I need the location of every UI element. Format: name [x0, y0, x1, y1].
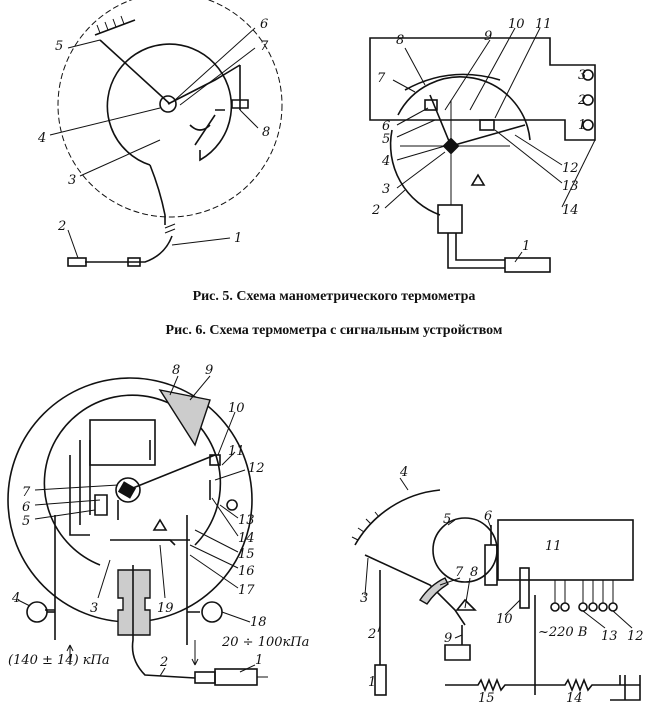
label-4: 4 [11, 591, 20, 606]
terminal-2: 2 [577, 93, 586, 108]
figure-manometric-thermometer: 5 6 7 4 8 3 2 1 [37, 0, 283, 267]
label-1: 1 [234, 231, 242, 246]
label-9: 9 [205, 363, 213, 378]
label-10: 10 [228, 401, 245, 416]
label-10: 10 [508, 17, 525, 32]
label-12: 12 [627, 629, 644, 644]
label-8: 8 [396, 33, 404, 48]
figure-signal-circuit: 4 5 6 11 7 8 3 2 9 10 13 12 1 15 14 ~220… [351, 465, 644, 702]
label-5: 5 [443, 512, 451, 527]
label-8: 8 [262, 125, 270, 140]
terminal-3: 3 [578, 68, 586, 83]
label-7: 7 [377, 71, 386, 86]
label-14: 14 [238, 531, 255, 546]
label-13: 13 [562, 179, 579, 194]
label-8: 8 [470, 565, 478, 580]
label-6: 6 [484, 509, 492, 524]
caption-fig6: Рис. 6. Схема термометра с сигнальным ус… [166, 323, 503, 338]
label-2: 2 [57, 219, 66, 234]
label-2: 2 [159, 655, 168, 670]
label-8: 8 [172, 363, 180, 378]
label-14: 14 [566, 691, 583, 702]
terminal-1: 1 [578, 118, 586, 133]
label-1: 1 [368, 675, 376, 690]
label-6: 6 [260, 17, 268, 32]
caption-fig5: Рис. 5. Схема манометрического термометр… [193, 289, 476, 304]
label-3: 3 [360, 591, 368, 606]
label-2: 2 [367, 627, 376, 642]
label-10: 10 [496, 612, 513, 627]
label-4: 4 [381, 154, 390, 169]
label-5: 5 [382, 132, 390, 147]
pressure-range-label: 20 ÷ 100кПа [221, 635, 309, 650]
label-12: 12 [562, 161, 579, 176]
label-7: 7 [260, 39, 269, 54]
figure-thermometer-pressure: 8 9 10 11 12 7 6 5 13 14 15 16 17 3 19 4… [7, 363, 309, 686]
label-15: 15 [238, 547, 255, 562]
voltage-label: ~220 В [538, 625, 587, 640]
pressure-in-label: (140 ± 14) кПа [8, 653, 110, 668]
label-11: 11 [545, 539, 562, 554]
label-5: 5 [22, 514, 30, 529]
label-14: 14 [562, 203, 579, 218]
label-6: 6 [22, 500, 30, 515]
label-4: 4 [37, 131, 46, 146]
label-13: 13 [238, 513, 255, 528]
label-5: 5 [55, 39, 63, 54]
label-13: 13 [601, 629, 618, 644]
label-3: 3 [68, 173, 76, 188]
label-7: 7 [22, 485, 31, 500]
label-18: 18 [250, 615, 267, 630]
label-6: 6 [382, 119, 390, 134]
label-3: 3 [90, 601, 98, 616]
label-1: 1 [522, 239, 530, 254]
label-2: 2 [371, 203, 380, 218]
label-17: 17 [238, 583, 255, 598]
label-19: 19 [157, 601, 174, 616]
figure-signal-thermometer: 3 2 1 8 9 10 11 7 6 5 4 3 12 13 14 2 1 [369, 17, 596, 273]
label-7: 7 [455, 565, 464, 580]
label-15: 15 [478, 691, 495, 702]
label-12: 12 [248, 461, 265, 476]
label-11: 11 [228, 444, 245, 459]
label-11: 11 [535, 17, 552, 32]
label-9: 9 [444, 631, 452, 646]
label-16: 16 [238, 564, 255, 579]
label-9: 9 [484, 29, 492, 44]
label-1: 1 [255, 653, 263, 668]
label-4: 4 [399, 465, 408, 480]
label-3: 3 [382, 182, 390, 197]
